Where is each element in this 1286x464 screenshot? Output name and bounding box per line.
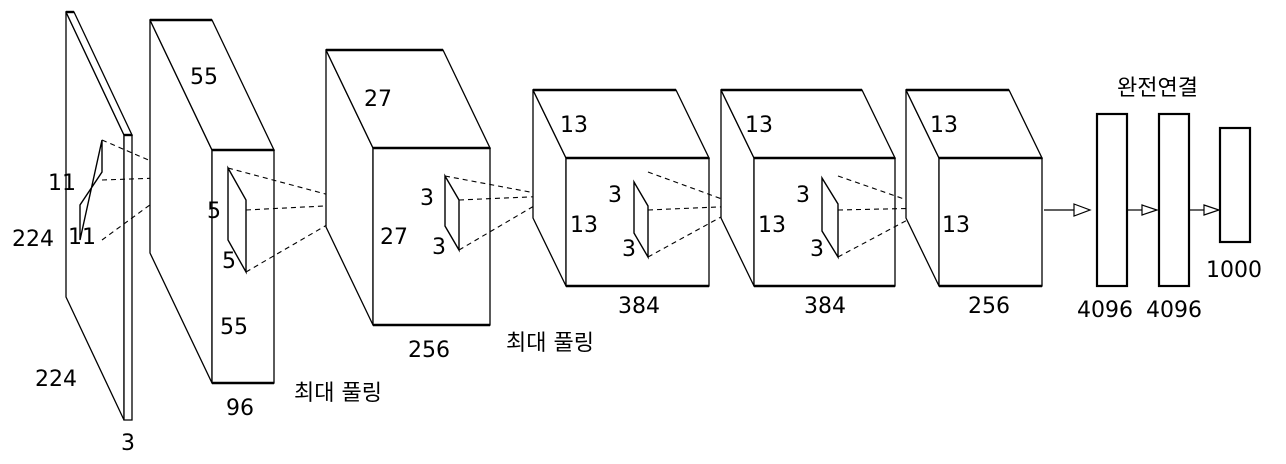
conv1-kernel-label-b: 5 [222,249,236,274]
fc-title: 완전연결 [1117,76,1198,101]
conv2-kernel-label-a: 3 [420,186,434,211]
conv1-height-label: 55 [190,65,218,90]
conv2-width-label: 27 [380,225,408,250]
input-width-label: 224 [35,367,77,392]
conv1-depth-label: 96 [226,396,254,421]
conv4-height-label: 13 [745,113,773,138]
fc2-box [1157,112,1191,288]
input-depth-label: 3 [121,431,135,456]
conv5-layer: 13 13 256 [904,88,1044,319]
conv2-kernel-label-b: 3 [432,235,446,260]
arrow-fc1-fc2 [1128,204,1159,216]
conv2-front [372,147,491,326]
conv5-width-label: 13 [942,213,970,238]
conv3-kernel-label-a: 3 [608,183,622,208]
conv3-depth-label: 384 [618,294,660,319]
conv1-width-label: 55 [220,315,248,340]
conv4-kernel-label-a: 3 [796,183,810,208]
pool1-label: 최대 풀링 [294,381,382,406]
fully-connected-section: 완전연결 4096 4096 1000 [1044,76,1262,323]
input-kernel-label-b: 11 [68,225,96,250]
conv2-height-label: 27 [364,87,392,112]
input-slab-front [123,134,133,421]
conv4-width-label: 13 [758,213,786,238]
conv5-depth-label: 256 [968,294,1010,319]
fc3-label: 1000 [1206,258,1262,283]
conv5-front [938,157,1043,287]
fc3-box [1218,126,1252,244]
fc1-label: 4096 [1077,298,1133,323]
arrow-fc2-fc3 [1190,204,1221,216]
projection-input-conv1 [101,139,189,241]
conv1-layer: 55 5 5 55 96 최대 풀링 [148,18,382,421]
conv3-layer: 13 13 3 3 384 [531,88,711,319]
conv3-kernel-label-b: 3 [622,237,636,262]
conv2-depth-label: 256 [408,338,450,363]
arrow-conv5-fc1 [1044,203,1092,217]
conv1-kernel-label-a: 5 [207,199,221,224]
conv2-layer: 27 27 3 3 256 최대 풀링 [324,48,594,363]
pool2-label: 최대 풀링 [506,331,594,356]
fc1-box [1095,112,1129,288]
input-kernel-label-a: 11 [48,171,76,196]
conv3-width-label: 13 [570,213,598,238]
conv4-layer: 13 13 3 3 384 [719,88,897,319]
input-layer: 11 11 224 224 3 [12,10,135,456]
conv3-height-label: 13 [560,113,588,138]
input-height-label: 224 [12,227,54,252]
conv5-height-label: 13 [930,113,958,138]
conv4-kernel-label-b: 3 [810,237,824,262]
fc2-label: 4096 [1146,298,1202,323]
conv4-depth-label: 384 [804,294,846,319]
